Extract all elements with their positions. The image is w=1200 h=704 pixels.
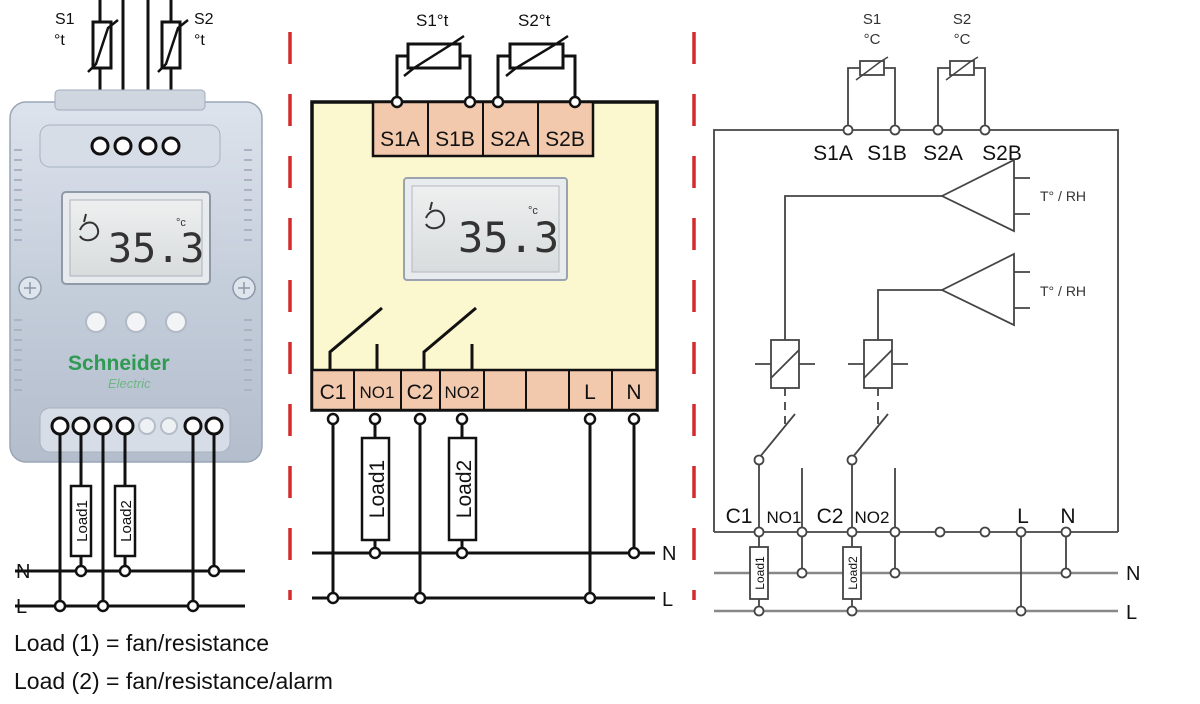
device-temperature-unit: °c <box>176 217 186 229</box>
panel-3-neutral-label: N <box>1126 563 1140 585</box>
panel-1-device: S1 °t S2 °t <box>9 0 263 618</box>
panel-3-terminal-no2: NO2 <box>855 508 890 527</box>
panel-2-terminal-s2b: S2B <box>545 128 585 151</box>
panel-3-wiring <box>714 571 1118 613</box>
panel-3-terminal-s1a: S1A <box>813 142 853 165</box>
sensor-1-label: S1 <box>55 11 75 28</box>
panel-2-terminal-c1: C1 <box>320 381 347 404</box>
panel-3-junctions <box>753 567 1072 617</box>
panel-2-schematic: S1°t S2°t S1A S1B S2A S2B <box>310 11 676 611</box>
device-top-terminals <box>90 136 181 156</box>
panel-3-line-label: L <box>1126 602 1137 624</box>
panel-3-bottom-terminals <box>753 526 1072 538</box>
panel-3-terminal-s2b: S2B <box>982 142 1022 165</box>
panel-2-junctions <box>326 412 641 605</box>
panel-3-terminal-n: N <box>1060 505 1075 528</box>
fan-icon <box>79 221 100 242</box>
panel-1-load-2-label: Load2 <box>118 500 135 542</box>
brand-logo-name: Schneider <box>68 352 170 375</box>
sensor-1-unit: °t <box>54 32 65 49</box>
panel-2-neutral-label: N <box>662 543 676 565</box>
panel-2-terminal-s2a: S2A <box>490 128 530 151</box>
panel-2-sensor-1-label: S1°t <box>416 11 449 30</box>
panel-1-neutral-label: N <box>16 561 30 583</box>
panel-3-sensor-2-label: S2 <box>953 11 971 28</box>
panel-3-signal-wiring <box>784 195 942 340</box>
panel-2-sensor-2-label: S2°t <box>518 11 551 30</box>
sensor-2-unit: °t <box>194 32 205 49</box>
led-3 <box>165 311 187 333</box>
panel-3-housing <box>713 129 1119 532</box>
panel-3-relay-switches <box>758 413 896 532</box>
led-1 <box>85 311 107 333</box>
panel-3-terminal-c2: C2 <box>817 505 844 528</box>
panel-2-load-2-label: Load2 <box>453 460 476 518</box>
brand-logo-sub: Electric <box>108 376 151 391</box>
panel-1-line-label: L <box>16 596 27 618</box>
panel-2-relay-contacts <box>328 306 477 370</box>
panel-2-terminal-n: N <box>626 381 641 404</box>
panel-3-relay-coil-1 <box>755 339 815 389</box>
panel-3-terminal-s2a: S2A <box>923 142 963 165</box>
panel-2-terminal-s1b: S1B <box>435 128 475 151</box>
panel-2-bottom-terminal-strip: C1 NO1 C2 NO2 L N <box>310 368 659 412</box>
sensor-2-label: S2 <box>194 11 214 28</box>
panel-3-load-1: Load1 <box>749 546 769 600</box>
panel-1-load-2: Load2 <box>113 484 137 558</box>
panel-2-lcd-display: 35.3 °c <box>403 177 568 281</box>
panel-3-sensor-1-unit: °C <box>864 31 881 48</box>
panel-2-fan-icon <box>425 209 446 230</box>
panel-2-terminal-l: L <box>584 381 596 404</box>
panel-3-terminal-l: L <box>1017 505 1029 528</box>
panel-2-terminal-no1: NO1 <box>360 383 395 402</box>
panel-1-load-1-label: Load1 <box>74 500 91 542</box>
led-2 <box>125 311 147 333</box>
panel-2-terminal-s1a: S1A <box>380 128 420 151</box>
panel-2-temperature-unit: °c <box>528 205 538 217</box>
panel-3-schematic: S1 °C S2 °C S1A S1B S2A S2B T° / RH <box>713 11 1140 624</box>
panel-3-sensor-1-label: S1 <box>863 11 881 28</box>
panel-3-load-2: Load2 <box>842 546 862 600</box>
panel-3-sensor-wiring <box>847 67 986 130</box>
panel-1-junctions <box>53 564 221 613</box>
panel-3-load-2-label: Load2 <box>846 556 860 590</box>
panel-3-amplifier-1 <box>939 158 1030 233</box>
device-temperature-value: 35.3 <box>108 226 204 272</box>
panel-2-load-1: Load1 <box>360 436 391 542</box>
panel-2-temperature-value: 35.3 <box>458 213 559 262</box>
panel-3-terminal-c1: C1 <box>726 505 753 528</box>
panel-3-sensor-2-unit: °C <box>954 31 971 48</box>
panel-3-relay-coil-2 <box>848 339 908 389</box>
panel-3-load-1-label: Load1 <box>753 556 767 590</box>
panel-2-sensor-wiring <box>395 54 577 102</box>
panel-3-terminal-no1: NO1 <box>767 508 802 527</box>
panel-2-terminal-no2: NO2 <box>445 383 480 402</box>
panel-3-amplifier-1-label: T° / RH <box>1040 188 1086 204</box>
panel-2-load-2: Load2 <box>447 436 478 542</box>
legend-load-2: Load (2) = fan/resistance/alarm <box>14 668 333 694</box>
panel-2-top-terminal-strip: S1A S1B S2A S2B <box>371 100 595 158</box>
panel-3-terminal-s1b: S1B <box>867 142 907 165</box>
device-lcd-display: 35.3 °c <box>61 191 211 285</box>
panel-3-amplifier-2-label: T° / RH <box>1040 283 1086 299</box>
panel-2-terminal-c2: C2 <box>407 381 434 404</box>
panel-3-amplifier-2 <box>939 252 1030 327</box>
legend-load-1: Load (1) = fan/resistance <box>14 630 270 656</box>
panel-2-line-label: L <box>662 589 673 611</box>
panel-2-load-1-label: Load1 <box>366 460 389 518</box>
panel-1-load-1: Load1 <box>69 484 93 558</box>
